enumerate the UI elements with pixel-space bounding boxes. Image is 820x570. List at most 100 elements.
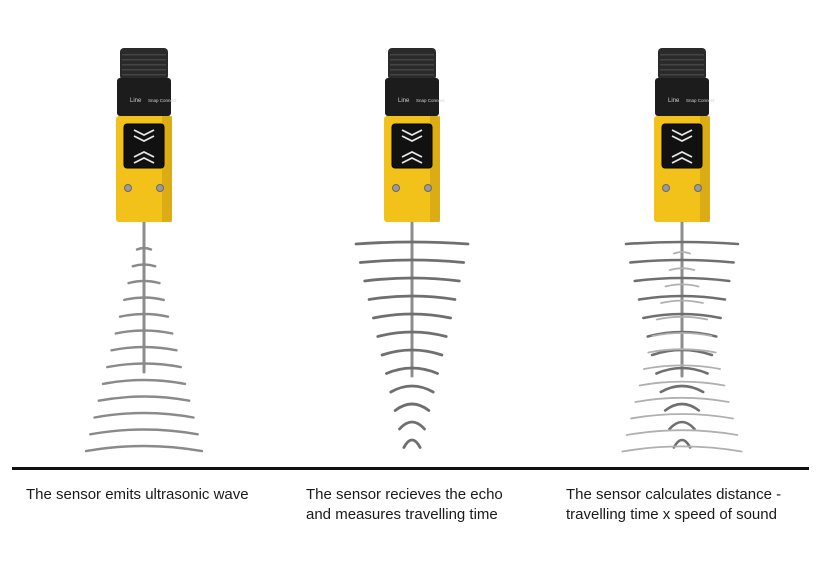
- sensor-cap-ridge: [660, 54, 704, 56]
- chevron-icon: [133, 150, 155, 158]
- wave-arc: [93, 411, 195, 419]
- sensor-screw-left: [392, 184, 400, 192]
- caption-receive-line-1: The sensor recieves the echo: [306, 486, 503, 503]
- wave-arc: [380, 348, 444, 357]
- wave-arc: [114, 329, 174, 335]
- sensor-cap-ridge: [122, 54, 166, 56]
- sensor-housing-shade: [700, 116, 710, 222]
- wave-arc: [398, 420, 426, 431]
- echo-wave-arc: [672, 438, 692, 449]
- outgoing-wave-arc: [643, 364, 721, 370]
- chevron-icon: [401, 135, 423, 143]
- sensor-cap-ridge: [122, 69, 166, 71]
- sensor-connector-label: Snap Connect: [686, 98, 715, 103]
- sensor-face: [123, 123, 165, 169]
- echo-wave-arc: [663, 402, 701, 412]
- sensor-screw-left: [662, 184, 670, 192]
- sensor-screw-right: [424, 184, 432, 192]
- chevron-icon: [671, 129, 693, 137]
- sensor-brand-label: Line: [398, 98, 410, 104]
- sensor-screw-right: [156, 184, 164, 192]
- wave-arc: [101, 378, 187, 386]
- wave-arc: [358, 258, 466, 264]
- chevron-icon: [133, 129, 155, 137]
- caption-emit-line-1: The sensor emits ultrasonic wave: [26, 486, 249, 503]
- echo-wave-arc: [624, 240, 740, 246]
- wave-arc: [118, 312, 170, 318]
- sensor-emit: Line Snap Connect: [116, 48, 177, 222]
- sensor-connector-label: Snap Connect: [148, 98, 177, 103]
- sensor-cap-ridge: [660, 59, 704, 61]
- caption-calculate-line-2: travelling time x speed of sound: [566, 506, 777, 523]
- sensor-cap-ridge: [390, 64, 434, 66]
- outgoing-wave-arc: [638, 380, 726, 387]
- sensor-brand-label: Line: [668, 98, 680, 104]
- outgoing-wave-arc: [651, 332, 713, 337]
- outgoing-wave-arc: [664, 283, 700, 288]
- echo-wave-arc: [633, 276, 731, 283]
- caption-receive: The sensor recieves the echo and measure…: [306, 485, 503, 525]
- sensor-screw-left: [124, 184, 132, 192]
- chevron-icon: [401, 156, 423, 164]
- outgoing-wave-arc: [647, 348, 717, 354]
- wave-arc: [110, 345, 178, 352]
- sensor-housing-shade: [162, 116, 172, 222]
- sensor-brand-label: Line: [130, 98, 142, 104]
- sensor-cap-ridge: [660, 74, 704, 76]
- sensor-face: [661, 123, 703, 169]
- sensor-cap-bottom: [655, 78, 709, 116]
- sensor-cap-ridge: [660, 64, 704, 66]
- outgoing-wave-arc: [655, 315, 709, 321]
- echo-wave-arc: [629, 258, 735, 264]
- waves-outgoing: [84, 246, 204, 453]
- sensor-cap-ridge: [122, 64, 166, 66]
- chevron-icon: [671, 156, 693, 164]
- waves-echo: [354, 240, 470, 449]
- wave-arc: [393, 402, 431, 412]
- chevron-icon: [401, 150, 423, 158]
- wave-arc: [376, 330, 448, 338]
- chevron-icon: [133, 156, 155, 164]
- sensor-cap-ridge: [390, 54, 434, 56]
- sensor-cap-bottom: [385, 78, 439, 116]
- chevron-icon: [401, 129, 423, 137]
- echo-wave-arc: [659, 384, 705, 394]
- wave-arc: [135, 246, 153, 251]
- sensor-screw-right: [694, 184, 702, 192]
- sensor-cap-ridge: [122, 59, 166, 61]
- outgoing-wave-arc: [673, 251, 691, 255]
- caption-receive-line-2: and measures travelling time: [306, 506, 498, 523]
- echo-wave-arc: [642, 312, 722, 320]
- waves-combined: [621, 240, 743, 453]
- sensor-housing-shade: [430, 116, 440, 222]
- outgoing-wave-arc: [621, 445, 743, 453]
- wave-arc: [367, 294, 457, 301]
- echo-wave-arc: [637, 294, 727, 301]
- echo-wave-arc: [668, 420, 696, 431]
- wave-arc: [372, 312, 452, 320]
- sensor-cap-ridge: [122, 74, 166, 76]
- wave-arc: [354, 240, 470, 246]
- caption-calculate-line-1: The sensor calculates distance -: [566, 486, 782, 503]
- caption-emit: The sensor emits ultrasonic wave: [26, 485, 249, 505]
- outgoing-wave-arc: [668, 267, 696, 271]
- wave-arc: [127, 279, 161, 285]
- outgoing-wave-arc: [630, 413, 734, 420]
- chevron-icon: [671, 135, 693, 143]
- wave-arc: [97, 395, 191, 402]
- sensor-receive: Line Snap Connect: [384, 48, 445, 222]
- wave-arc: [389, 384, 435, 394]
- sensor-cap-ridge: [390, 69, 434, 71]
- wave-arc: [402, 438, 422, 449]
- caption-calculate: The sensor calculates distance - travell…: [566, 485, 781, 525]
- divider-line: [12, 467, 809, 470]
- sensor-cap-bottom: [117, 78, 171, 116]
- outgoing-wave-arc: [660, 299, 704, 304]
- wave-arc: [385, 366, 439, 375]
- wave-arc: [131, 263, 157, 268]
- sensor-face: [391, 123, 433, 169]
- outgoing-wave-arc: [634, 396, 730, 403]
- sensor-connector-label: Snap Connect: [416, 98, 445, 103]
